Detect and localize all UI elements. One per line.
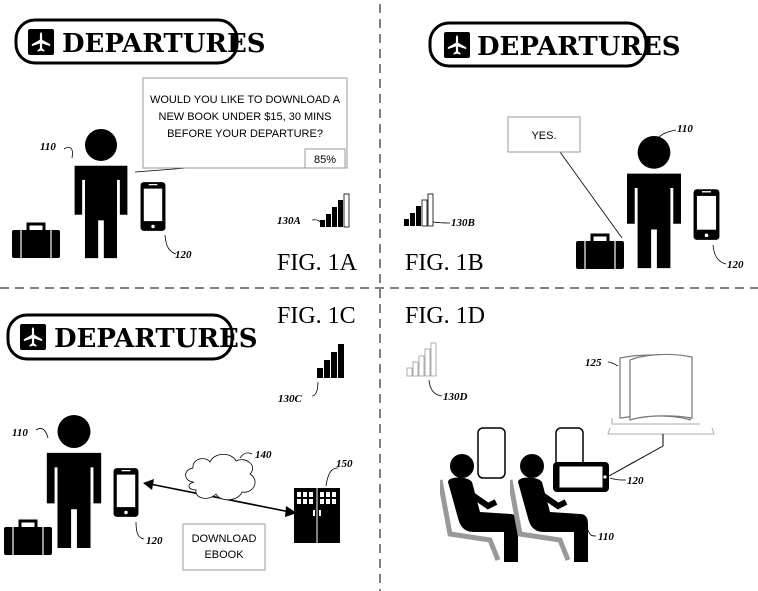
departures-sign-1c: DEPARTURES	[6, 313, 258, 361]
download-line-1: DOWNLOAD	[192, 533, 257, 545]
departures-sign-1a: DEPARTURES	[14, 18, 266, 65]
suitcase-icon	[576, 233, 624, 270]
fig-1d-label: FIG. 1D	[405, 303, 485, 329]
ref-130b: 130B	[451, 217, 475, 229]
signal-bars-icon	[317, 344, 344, 378]
reply-box: YES.	[507, 116, 623, 239]
ref-110: 110	[12, 427, 28, 439]
ref-130d: 130D	[443, 391, 468, 403]
signal-bars-icon	[406, 342, 437, 377]
cloud-icon	[185, 453, 256, 501]
prompt-line-2: NEW BOOK UNDER $15, 30 MINS	[159, 111, 332, 123]
download-line-2: EBOOK	[204, 549, 244, 561]
ref-150: 150	[336, 458, 353, 470]
departures-text: DEPARTURES	[54, 324, 258, 354]
ref-120: 120	[627, 475, 644, 487]
smartphone-icon	[693, 188, 720, 241]
prompt-line-3: BEFORE YOUR DEPARTURE?	[167, 128, 323, 140]
battery-percent: 85%	[314, 154, 336, 166]
download-ebook-box: DOWNLOAD EBOOK	[182, 523, 266, 571]
ref-110: 110	[598, 531, 614, 543]
person-icon	[627, 135, 681, 269]
signal-bars-icon	[320, 193, 350, 228]
ref-130a: 130A	[277, 215, 301, 227]
prompt-box: WOULD YOU LIKE TO DOWNLOAD A NEW BOOK UN…	[134, 77, 348, 173]
departures-text: DEPARTURES	[62, 29, 266, 59]
smartphone-icon	[113, 467, 139, 518]
ref-140: 140	[255, 449, 272, 461]
window-left	[477, 427, 506, 479]
person-icon	[74, 128, 128, 259]
prompt-line-1: WOULD YOU LIKE TO DOWNLOAD A	[150, 94, 341, 106]
suitcase-icon	[4, 519, 52, 556]
ref-120: 120	[146, 535, 163, 547]
suitcase-icon	[12, 222, 60, 258]
ref-110: 110	[40, 141, 56, 153]
ref-110: 110	[677, 123, 693, 135]
ref-120: 120	[727, 259, 744, 271]
departures-text: DEPARTURES	[477, 32, 681, 62]
open-book-icon	[611, 353, 700, 425]
ref-125: 125	[585, 357, 602, 369]
server-icon	[294, 488, 340, 543]
fig-1a-label: FIG. 1A	[277, 250, 358, 276]
smartphone-icon	[553, 462, 609, 492]
ref-120: 120	[175, 249, 192, 261]
departures-sign-1b: DEPARTURES	[428, 21, 681, 68]
projection-bracket	[607, 427, 715, 435]
reply-text: YES.	[531, 130, 556, 142]
signal-bars-icon	[404, 193, 434, 227]
ref-130c: 130C	[278, 393, 303, 405]
person-icon	[46, 414, 102, 549]
smartphone-icon	[140, 181, 166, 232]
fig-1b-label: FIG. 1B	[405, 250, 484, 276]
fig-1c-label: FIG. 1C	[277, 303, 356, 329]
